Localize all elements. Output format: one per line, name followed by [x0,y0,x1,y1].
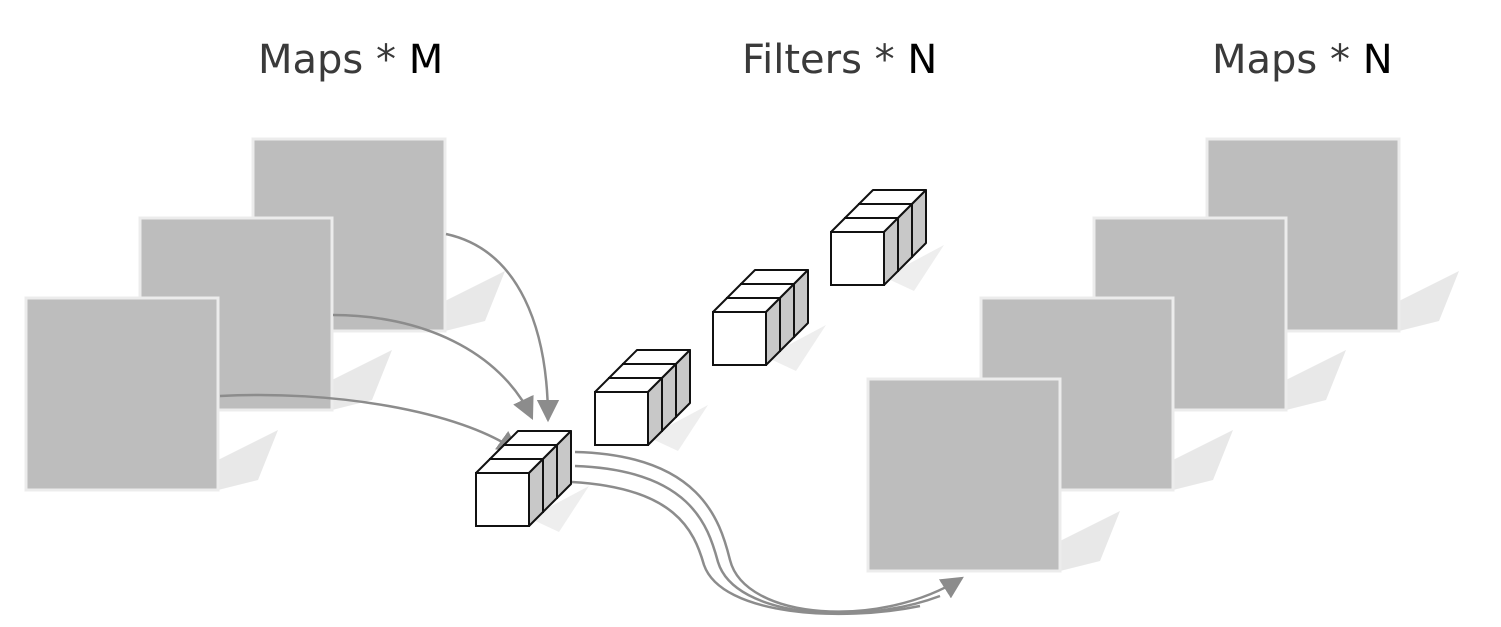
filters-symbol: N [907,37,938,83]
input-maps-word: Maps [258,37,364,83]
output-map-1-shadow [1399,271,1459,331]
output-maps-group [866,137,1459,573]
output-arrows-group [571,450,964,616]
filter-3-shadow [766,325,826,371]
filter-2 [594,349,708,451]
arrow-input-map-1 [445,232,560,423]
input-maps-star: * [375,37,396,83]
filters-heading: Filters * N [742,36,937,84]
input-map-1-shadow [445,271,505,331]
filter-1-shadow [529,486,589,532]
filter-4 [830,189,944,291]
input-map-3-square [24,296,220,492]
input-maps-symbol: M [408,37,444,83]
output-maps-word: Maps [1212,37,1318,83]
output-maps-symbol: N [1362,37,1393,83]
output-map-4-square [866,377,1062,573]
filter-1-cube-1-front [475,472,530,527]
filter-3 [712,269,826,371]
arrow-input-map-3 [219,393,520,454]
arrow-output-1 [574,450,964,613]
filter-4-cube-1-front [830,231,885,286]
filter-2-cube-1-front [594,391,649,446]
output-map-4 [866,377,1120,573]
input-map-3-shadow [218,430,278,490]
input-map-3 [24,296,278,492]
output-maps-heading: Maps * N [1212,36,1393,84]
input-map-2-shadow [332,350,392,410]
input-maps-heading: Maps * M [258,36,443,84]
filter-1-cube-1 [475,458,544,527]
output-map-3-shadow [1173,430,1233,490]
filter-1 [475,430,589,532]
filters-word: Filters [742,37,862,83]
filters-group [475,189,944,532]
input-arrows-group [219,232,560,454]
output-maps-star: * [1329,37,1350,83]
filter-2-cube-1 [594,377,663,446]
filters-star: * [874,37,895,83]
filter-3-cube-1 [712,297,781,366]
filter-2-shadow [648,405,708,451]
input-maps-group [24,137,505,492]
arrow-input-map-2 [332,313,534,421]
arrow-output-3 [571,480,921,616]
filter-3-cube-1-front [712,311,767,366]
filter-4-shadow [884,245,944,291]
filter-4-cube-1 [830,217,899,286]
output-map-2-shadow [1286,350,1346,410]
output-map-4-shadow [1060,511,1120,571]
